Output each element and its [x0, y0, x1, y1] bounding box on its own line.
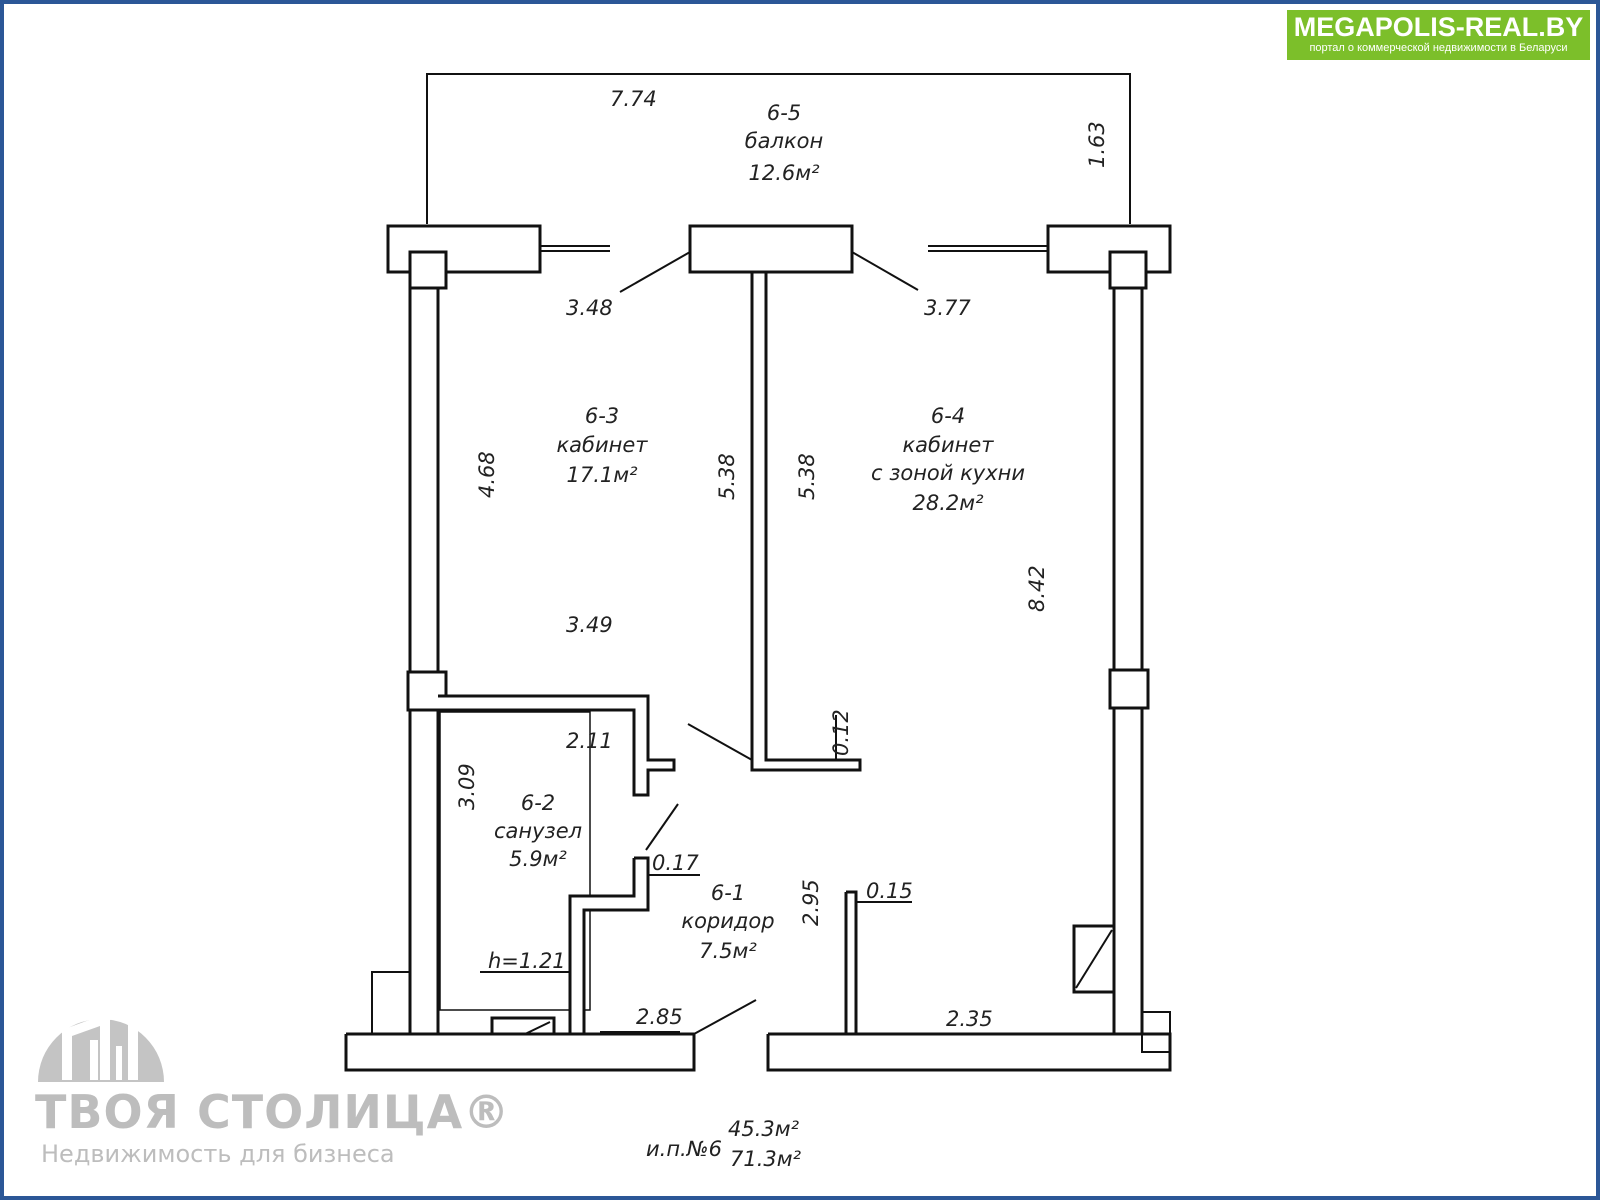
dimension-label: 2.85 [636, 1005, 683, 1029]
room-id: 6-3 [585, 404, 619, 428]
leader-line [645, 803, 679, 851]
logo-title: MEGAPOLIS-REAL.BY [1293, 12, 1584, 42]
room-area: 7.5м² [699, 939, 757, 963]
unit-area-2: 71.3м² [730, 1147, 802, 1171]
column [408, 250, 448, 290]
wall-block-middle [688, 224, 854, 274]
wall-bottom-left [344, 1032, 696, 1072]
leader-line [687, 723, 753, 761]
dimension-label: 1.63 [1085, 121, 1109, 168]
logo-subtitle: портал о коммерческой недвижимости в Бел… [1309, 42, 1568, 54]
dimension-label: 7.74 [610, 87, 657, 111]
leader-line [619, 251, 691, 293]
watermark-name: ТВОЯ СТОЛИЦА® [35, 1085, 511, 1139]
megapolis-logo[interactable]: MEGAPOLIS-REAL.BY портал о коммерческой … [1287, 10, 1590, 60]
room-id: 6-4 [931, 404, 965, 428]
column [1108, 668, 1150, 710]
partition-wall [750, 270, 862, 772]
shaft-diagonal [1075, 929, 1113, 989]
room-name-2: с зоной кухни [871, 461, 1025, 485]
dimension-label: 0.17 [652, 851, 699, 875]
room-area: 17.1м² [566, 463, 638, 487]
leader-line [693, 999, 757, 1035]
room-area: 12.6м² [748, 161, 820, 185]
room-name: санузел [494, 819, 582, 843]
watermark-logo-icon [38, 1002, 164, 1082]
dimension-label: 3.77 [924, 296, 971, 320]
room-name: кабинет [556, 433, 648, 457]
dimension-label: 3.09 [455, 763, 479, 810]
bathroom-wall-top [438, 694, 676, 797]
stair-right [1141, 1011, 1171, 1053]
dimension-label: 5.38 [795, 453, 819, 500]
room-area: 5.9м² [509, 847, 567, 871]
leader-line [851, 251, 919, 291]
wall-bottom-right [766, 1032, 1172, 1072]
dimension-label: 8.42 [1025, 565, 1049, 612]
dimension-label: 4.68 [475, 451, 499, 498]
unit-number: и.п.№6 [646, 1137, 722, 1161]
dimension-label: 3.49 [566, 613, 613, 637]
corridor-wall [844, 890, 858, 1036]
dimension-label: 2.35 [946, 1007, 993, 1031]
balcony-outline [426, 73, 1131, 224]
unit-area-1: 45.3м² [728, 1117, 800, 1141]
watermark-tagline: Недвижимость для бизнеса [41, 1140, 395, 1168]
dimension-label: 2.95 [799, 879, 823, 926]
room-id: 6-5 [767, 101, 801, 125]
room-name: балкон [745, 129, 824, 153]
room-name: кабинет [902, 433, 994, 457]
bathroom-inner [439, 711, 591, 1011]
column [1108, 250, 1148, 290]
dimension-label: 0.15 [866, 879, 913, 903]
room-area: 28.2м² [912, 491, 984, 515]
wall-left [408, 270, 440, 1036]
room-id: 6-1 [711, 881, 745, 905]
dimension-label: 5.38 [715, 453, 739, 500]
dimension-label: 0.12 [829, 709, 853, 756]
dimension-label: h=1.21 [488, 949, 566, 973]
dimension-label: 2.11 [566, 729, 613, 753]
room-id: 6-2 [521, 791, 555, 815]
dimension-label: 3.48 [566, 296, 613, 320]
stair-left [371, 971, 411, 1035]
room-name: коридор [681, 909, 774, 933]
wall-right [1112, 270, 1144, 1036]
